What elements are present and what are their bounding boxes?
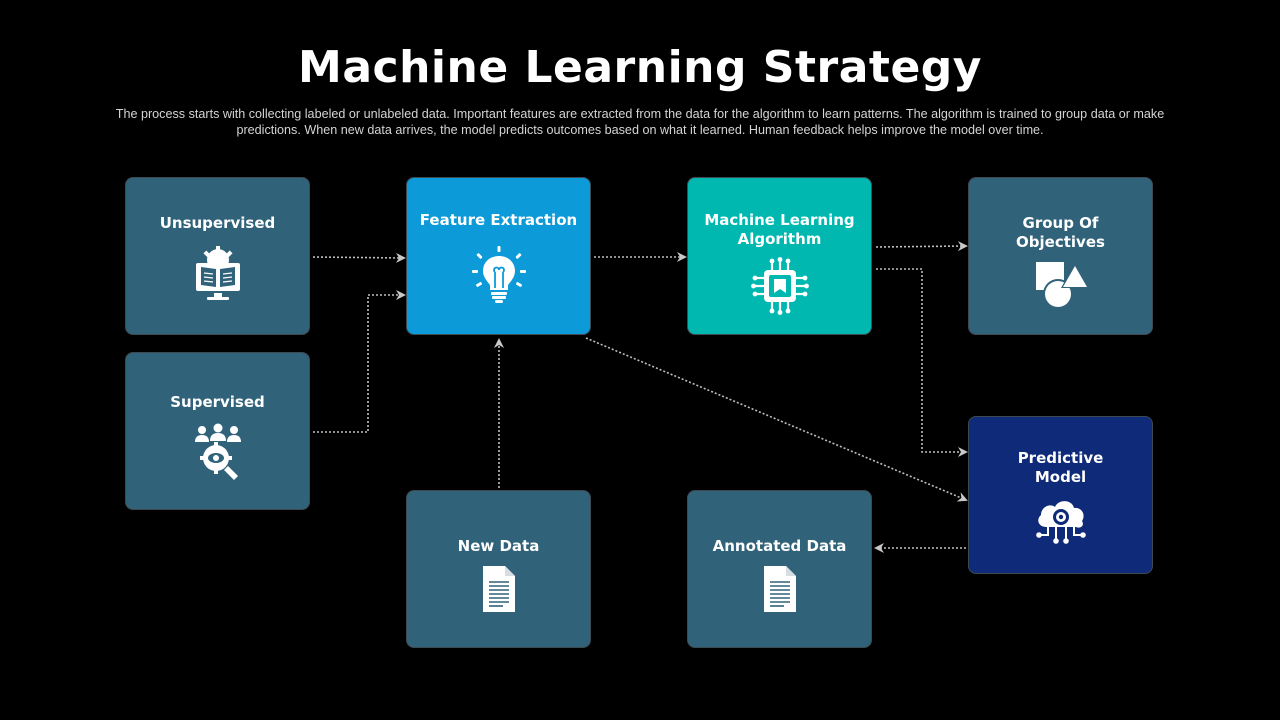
node-feature-extraction-label: Feature Extraction [419,211,578,229]
page-title: Machine Learning Strategy [298,42,982,93]
node-unsupervised[interactable]: Unsupervised [125,177,310,335]
node-supervised-label: Supervised [170,393,265,411]
node-new-data[interactable]: New Data [406,490,591,648]
node-annotated-data[interactable]: Annotated Data [687,490,872,648]
node-ml-algorithm[interactable]: Machine Learning Algorithm [687,177,872,335]
lightbulb-icon [471,246,526,303]
book-gear-icon [195,246,240,300]
edge-supervised-to-feature-extraction [313,290,406,433]
page-description: The process starts with collecting label… [115,107,1165,137]
edge-ml-algorithm-to-predictive-model [876,268,968,457]
document-icon [482,566,515,612]
node-annotated-data-label: Annotated Data [712,537,847,555]
chip-icon [750,257,809,315]
node-unsupervised-label: Unsupervised [159,214,276,232]
cloud-network-icon [1035,501,1086,544]
users-search-icon [194,423,241,480]
edge-feature-extraction-to-predictive-model [585,337,968,502]
node-supervised[interactable]: Supervised [125,352,310,510]
shapes-icon [1035,262,1089,309]
edge-unsupervised-to-feature-extraction [312,252,406,263]
node-group-objectives[interactable]: Group Of Objectives [968,177,1153,335]
node-ml-algorithm-label: Machine Learning Algorithm [704,211,855,248]
edge-ml-algorithm-to-group-objectives [875,241,968,252]
node-group-objectives-label: Group Of Objectives [1016,214,1105,251]
node-new-data-label: New Data [457,537,540,555]
node-predictive-model-label: Predictive Model [1017,449,1104,486]
document-icon [763,566,796,612]
node-predictive-model[interactable]: Predictive Model [968,416,1153,574]
node-feature-extraction[interactable]: Feature Extraction [406,177,591,335]
